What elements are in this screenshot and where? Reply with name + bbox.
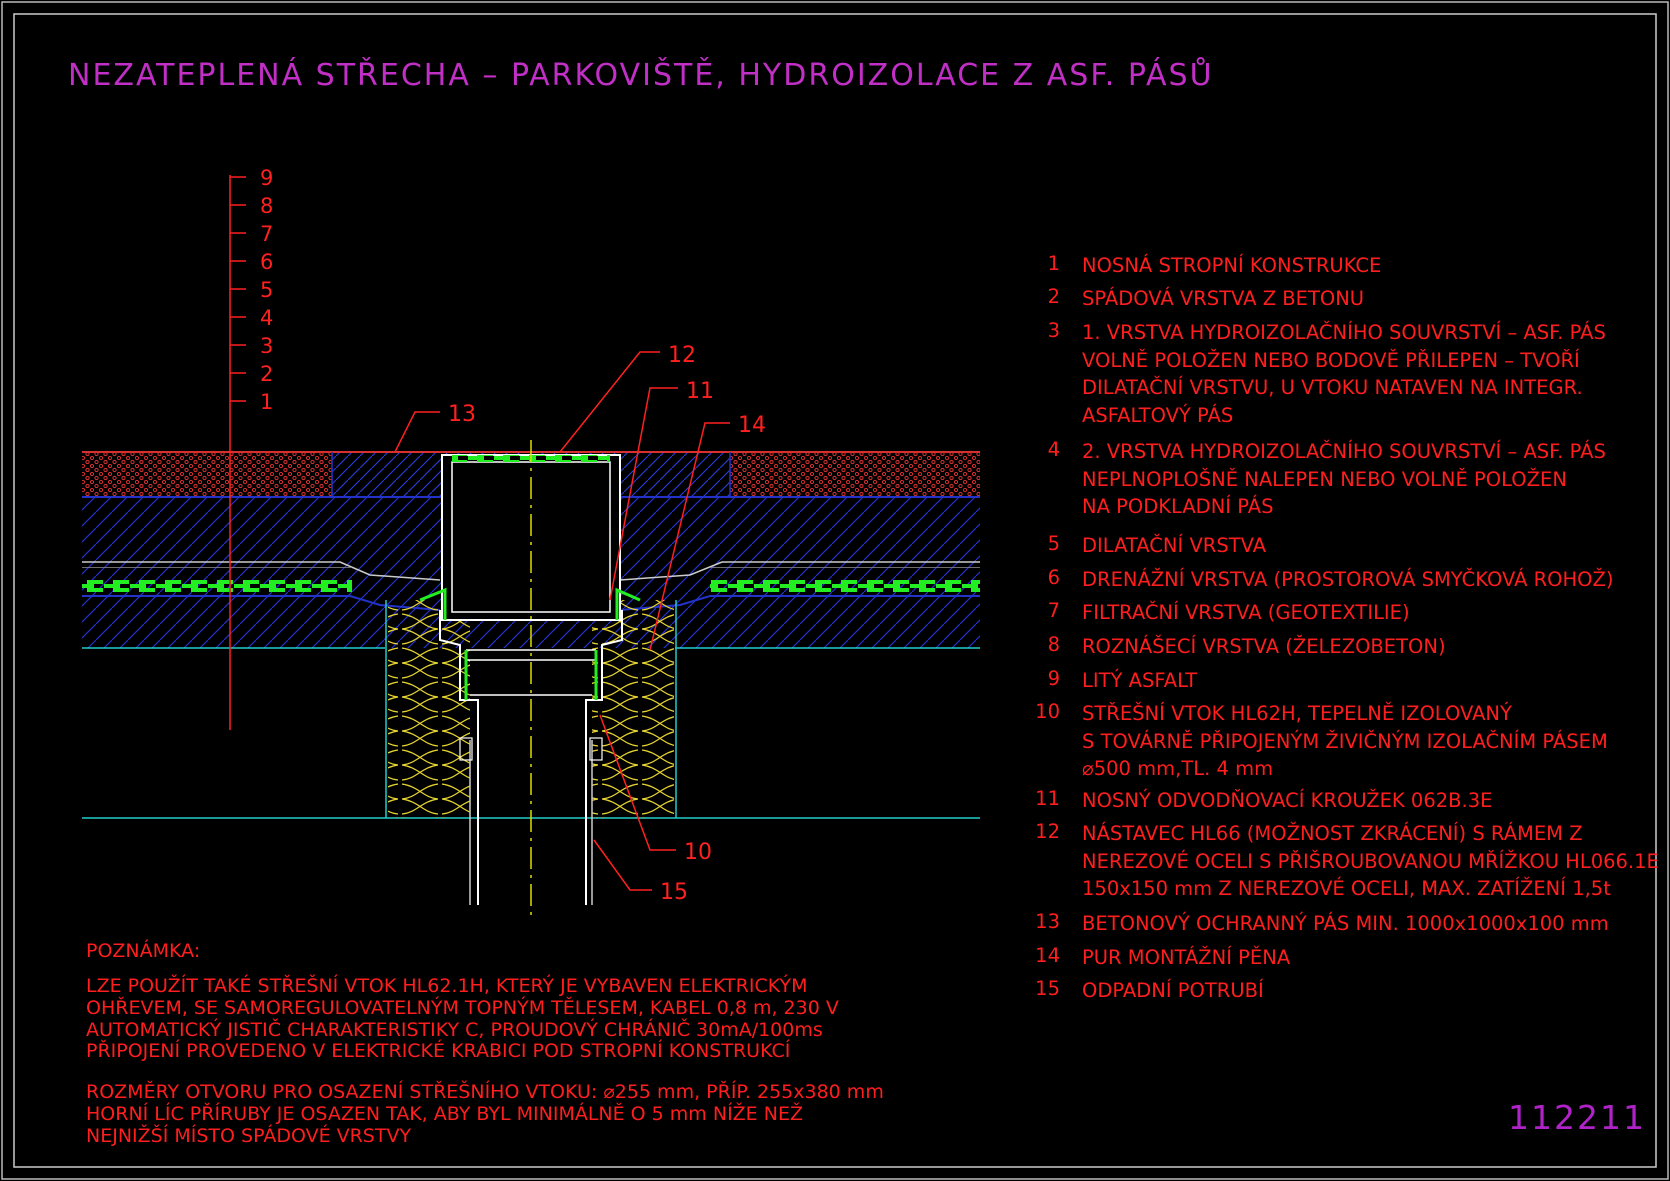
scale-label-4: 4 xyxy=(260,306,273,330)
legend-text: NÁSTAVEC HL66 (MOŽNOST ZKRÁCENÍ) S RÁMEM… xyxy=(1082,822,1659,900)
legend-text: PUR MONTÁŽNÍ PĚNA xyxy=(1082,946,1291,969)
roof-cross-section xyxy=(82,175,980,915)
legend-number: 10 xyxy=(1035,700,1060,723)
legend-text: 1. VRSTVA HYDROIZOLAČNÍHO SOUVRSTVÍ – AS… xyxy=(1082,321,1606,427)
legend-text: BETONOVÝ OCHRANNÝ PÁS MIN. 1000x1000x100… xyxy=(1082,912,1609,935)
scale-label-5: 5 xyxy=(260,278,273,302)
scale-label-6: 6 xyxy=(260,250,273,274)
scale-label-3: 3 xyxy=(260,334,273,358)
scale-label-2: 2 xyxy=(260,362,273,386)
scale-label-1: 1 xyxy=(260,390,273,414)
legend-number: 15 xyxy=(1035,977,1060,1000)
legend-text: LITÝ ASFALT xyxy=(1082,669,1198,692)
legend-number: 7 xyxy=(1047,599,1060,622)
legend-number: 3 xyxy=(1047,319,1060,342)
legend-number: 11 xyxy=(1035,787,1060,810)
callout-15: 15 xyxy=(660,880,688,905)
legend-number: 1 xyxy=(1047,252,1060,275)
legend-text: FILTRAČNÍ VRSTVA (GEOTEXTILIE) xyxy=(1082,601,1410,624)
layer-scale-ticks xyxy=(230,176,246,402)
scale-label-9: 9 xyxy=(260,166,273,190)
note-heading: POZNÁMKA: xyxy=(86,940,201,962)
legend-text: SPÁDOVÁ VRSTVA Z BETONU xyxy=(1082,287,1365,310)
callout-14: 14 xyxy=(738,413,766,438)
legend-text: ODPADNÍ POTRUBÍ xyxy=(1082,979,1264,1002)
callout-13: 13 xyxy=(448,402,476,427)
note-paragraph-2: ROZMĚRY OTVORU PRO OSAZENÍ STŘEŠNÍHO VTO… xyxy=(86,1081,884,1147)
legend-number: 6 xyxy=(1047,566,1060,589)
legend-text: NOSNÁ STROPNÍ KONSTRUKCE xyxy=(1082,254,1382,277)
note-paragraph-1: LZE POUŽÍT TAKÉ STŘEŠNÍ VTOK HL62.1H, KT… xyxy=(86,975,839,1063)
legend-text: DILATAČNÍ VRSTVA xyxy=(1082,534,1267,557)
legend-text: ROZNÁŠECÍ VRSTVA (ŽELEZOBETON) xyxy=(1082,635,1446,658)
scale-label-8: 8 xyxy=(260,194,273,218)
callout-12: 12 xyxy=(668,343,696,368)
legend-number: 14 xyxy=(1035,944,1060,967)
legend-number: 2 xyxy=(1047,285,1060,308)
legend-number: 9 xyxy=(1047,667,1060,690)
scale-label-7: 7 xyxy=(260,222,273,246)
legend-text: NOSNÝ ODVODŇOVACÍ KROUŽEK 062B.3E xyxy=(1082,789,1493,812)
legend-number: 5 xyxy=(1047,532,1060,555)
callout-10: 10 xyxy=(684,840,712,865)
callout-11: 11 xyxy=(686,379,714,404)
legend-number: 8 xyxy=(1047,633,1060,656)
drawing-title: NEZATEPLENÁ STŘECHA – PARKOVIŠTĚ, HYDROI… xyxy=(68,58,1214,93)
legend-number: 4 xyxy=(1047,438,1060,461)
legend-number: 13 xyxy=(1035,910,1060,933)
legend-number: 12 xyxy=(1035,820,1060,843)
legend-text: 2. VRSTVA HYDROIZOLAČNÍHO SOUVRSTVÍ – AS… xyxy=(1082,440,1606,518)
drawing-number: 112211 xyxy=(1508,1098,1646,1137)
legend-text: DRENÁŽNÍ VRSTVA (PROSTOROVÁ SMYČKOVÁ ROH… xyxy=(1082,568,1614,591)
